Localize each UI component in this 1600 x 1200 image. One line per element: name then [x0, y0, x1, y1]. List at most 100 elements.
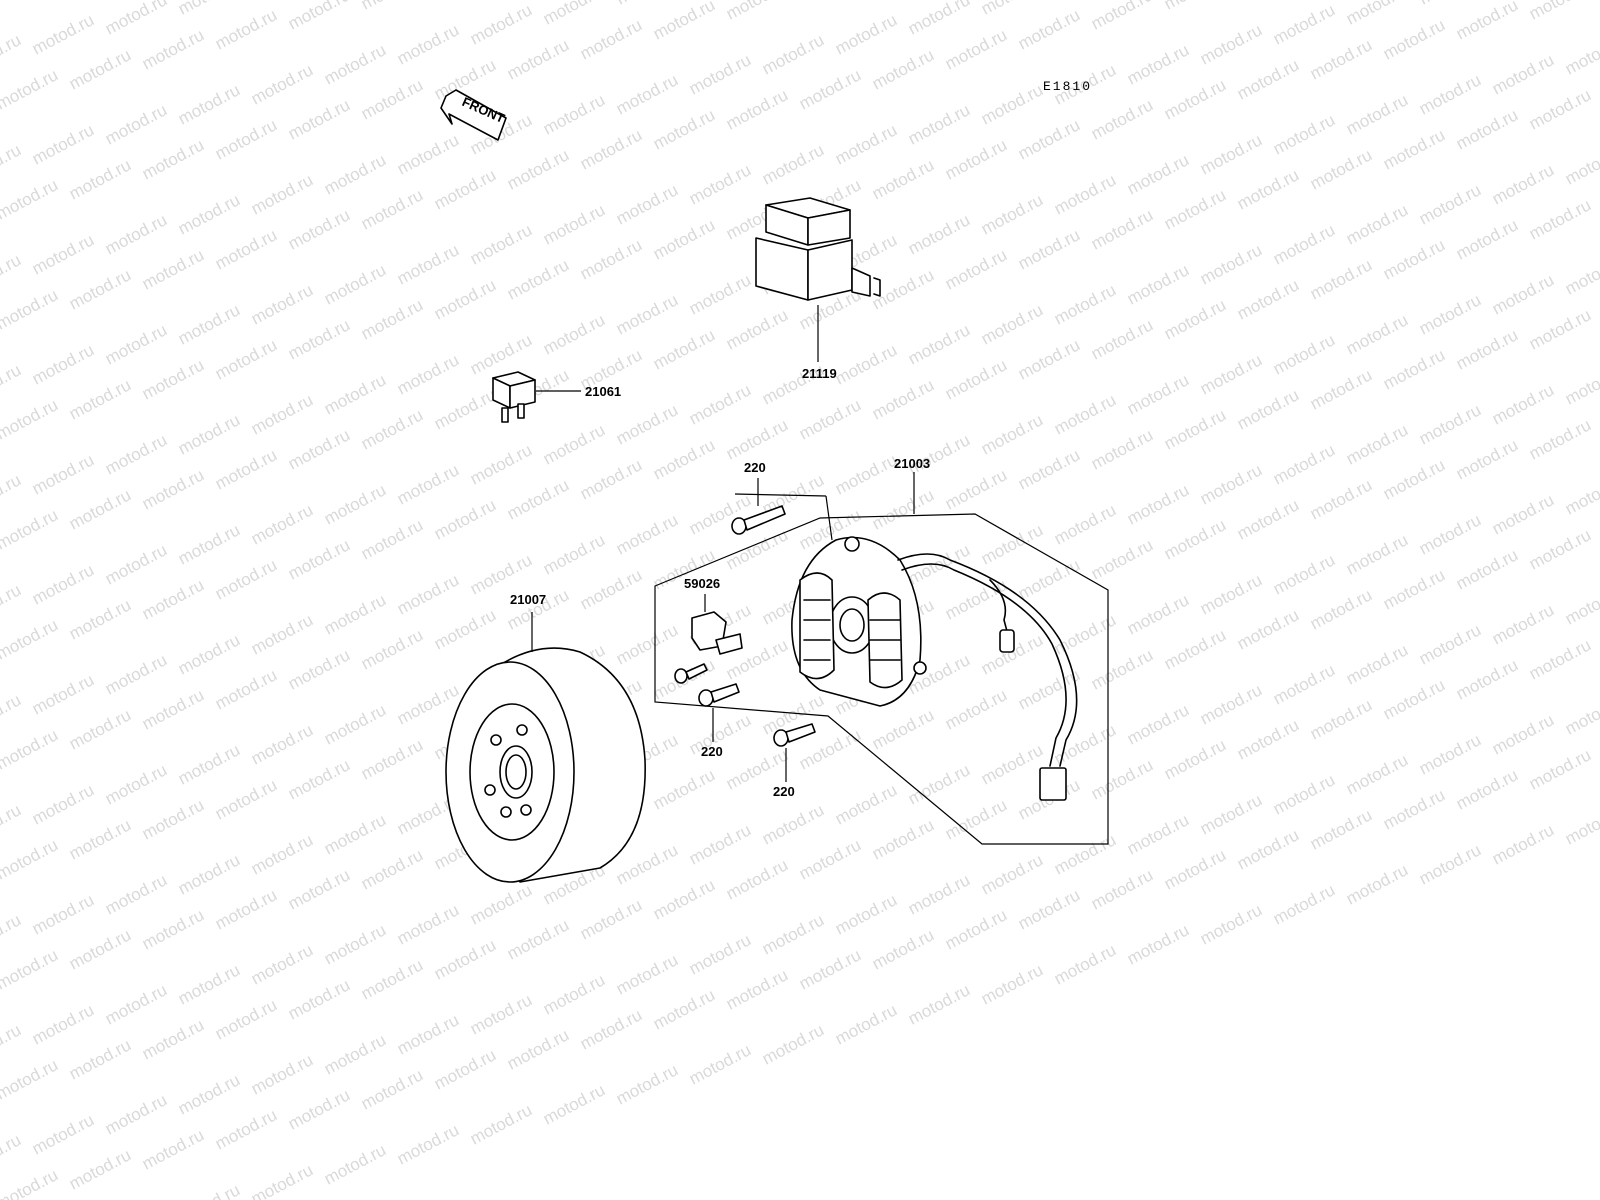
watermark-text: motod.ru [1234, 275, 1302, 323]
watermark-text: motod.ru [102, 980, 170, 1028]
watermark-text: motod.ru [139, 135, 207, 183]
watermark-text: motod.ru [1088, 645, 1156, 693]
watermark-text: motod.ru [285, 755, 353, 803]
watermark-text: motod.ru [1526, 745, 1594, 793]
watermark-text: motod.ru [1453, 215, 1521, 263]
watermark-text: motod.ru [321, 1030, 389, 1078]
watermark-text: motod.ru [577, 895, 645, 943]
watermark-text: motod.ru [248, 1050, 316, 1098]
watermark-text: motod.ru [29, 10, 97, 58]
watermark-text: motod.ru [175, 1070, 243, 1118]
watermark-text: motod.ru [978, 850, 1046, 898]
watermark-text: motod.ru [212, 445, 280, 493]
watermark-text: motod.ru [1453, 655, 1521, 703]
watermark-text: motod.ru [0, 470, 24, 518]
part-number-screw-top: 220 [744, 460, 766, 475]
watermark-text: motod.ru [905, 0, 973, 39]
watermark-text: motod.ru [0, 945, 61, 993]
watermark-text: motod.ru [175, 410, 243, 458]
watermark-text: motod.ru [66, 925, 134, 973]
watermark-text: motod.ru [1489, 50, 1557, 98]
watermark-text: motod.ru [540, 200, 608, 248]
watermark-text: motod.ru [358, 185, 426, 233]
watermark-text: motod.ru [577, 565, 645, 613]
watermark-text: motod.ru [358, 845, 426, 893]
screw-bottom-drawing [773, 723, 816, 782]
watermark-text: motod.ru [1526, 525, 1594, 573]
watermark-text: motod.ru [1453, 105, 1521, 153]
watermark-text: motod.ru [832, 780, 900, 828]
watermark-text: motod.ru [0, 505, 61, 553]
watermark-text: motod.ru [869, 705, 937, 753]
watermark-text: motod.ru [613, 950, 681, 998]
watermark-text: motod.ru [723, 85, 791, 133]
watermark-text: motod.ru [1416, 840, 1484, 888]
watermark-text: motod.ru [1489, 270, 1557, 318]
watermark-text: motod.ru [613, 620, 681, 668]
watermark-text: motod.ru [394, 900, 462, 948]
watermark-text: motod.ru [504, 915, 572, 963]
watermark-text: motod.ru [650, 105, 718, 153]
watermark-text: motod.ru [0, 250, 24, 298]
watermark-text: motod.ru [1234, 55, 1302, 103]
watermark-text: motod.ru [540, 530, 608, 578]
watermark-text: motod.ru [431, 605, 499, 653]
watermark-text: motod.ru [650, 985, 718, 1033]
watermark-text: motod.ru [175, 850, 243, 898]
part-number-screw-middle: 220 [701, 744, 723, 759]
watermark-text: motod.ru [0, 30, 24, 78]
watermark-text: motod.ru [358, 75, 426, 123]
watermark-text: motod.ru [212, 115, 280, 163]
watermark-text: motod.ru [1307, 145, 1375, 193]
watermark-text: motod.ru [0, 285, 61, 333]
watermark-text: motod.ru [321, 590, 389, 638]
watermark-text: motod.ru [1489, 600, 1557, 648]
watermark-text: motod.ru [869, 45, 937, 93]
watermark-text: motod.ru [1015, 5, 1083, 53]
watermark-text: motod.ru [1453, 0, 1521, 44]
watermark-text: motod.ru [212, 775, 280, 823]
watermark-text: motod.ru [723, 965, 791, 1013]
watermark-text: motod.ru [1526, 85, 1594, 133]
watermark-text: motod.ru [978, 300, 1046, 348]
watermark-text: motod.ru [1051, 830, 1119, 878]
watermark-text: motod.ru [1088, 755, 1156, 803]
watermark-text: motod.ru [1270, 880, 1338, 928]
watermark-text: motod.ru [285, 1085, 353, 1133]
watermark-text: motod.ru [1197, 20, 1265, 68]
watermark-text: motod.ru [1124, 150, 1192, 198]
watermark-text: motod.ru [1380, 235, 1448, 283]
watermark-text: motod.ru [1124, 920, 1192, 968]
watermark-text: motod.ru [29, 1110, 97, 1158]
watermark-text: motod.ru [0, 175, 61, 223]
watermark-text: motod.ru [613, 70, 681, 118]
watermark-text: motod.ru [540, 420, 608, 468]
watermark-text: motod.ru [431, 935, 499, 983]
watermark-text: motod.ru [66, 815, 134, 863]
watermark-text: motod.ru [212, 885, 280, 933]
watermark-text: motod.ru [1270, 660, 1338, 708]
watermark-text: motod.ru [1124, 810, 1192, 858]
watermark-text: motod.ru [1197, 460, 1265, 508]
watermark-text: motod.ru [1562, 690, 1600, 738]
watermark-text: motod.ru [759, 910, 827, 958]
watermark-text: motod.ru [1270, 0, 1338, 48]
watermark-text: motod.ru [394, 680, 462, 728]
watermark-text: motod.ru [613, 290, 681, 338]
watermark-text: motod.ru [102, 540, 170, 588]
watermark-text: motod.ru [66, 1035, 134, 1083]
watermark-text: motod.ru [1526, 195, 1594, 243]
relay-drawing [492, 371, 581, 423]
watermark-text: motod.ru [1088, 205, 1156, 253]
watermark-text: motod.ru [978, 0, 1046, 19]
watermark-text: motod.ru [321, 1140, 389, 1188]
watermark-text: motod.ru [1562, 470, 1600, 518]
watermark-text: motod.ru [285, 95, 353, 143]
watermark-text: motod.ru [686, 820, 754, 868]
watermark-text: motod.ru [832, 890, 900, 938]
watermark-text: motod.ru [66, 705, 134, 753]
watermark-text: motod.ru [1270, 220, 1338, 268]
watermark-text: motod.ru [248, 1160, 316, 1200]
watermark-text: motod.ru [942, 575, 1010, 623]
